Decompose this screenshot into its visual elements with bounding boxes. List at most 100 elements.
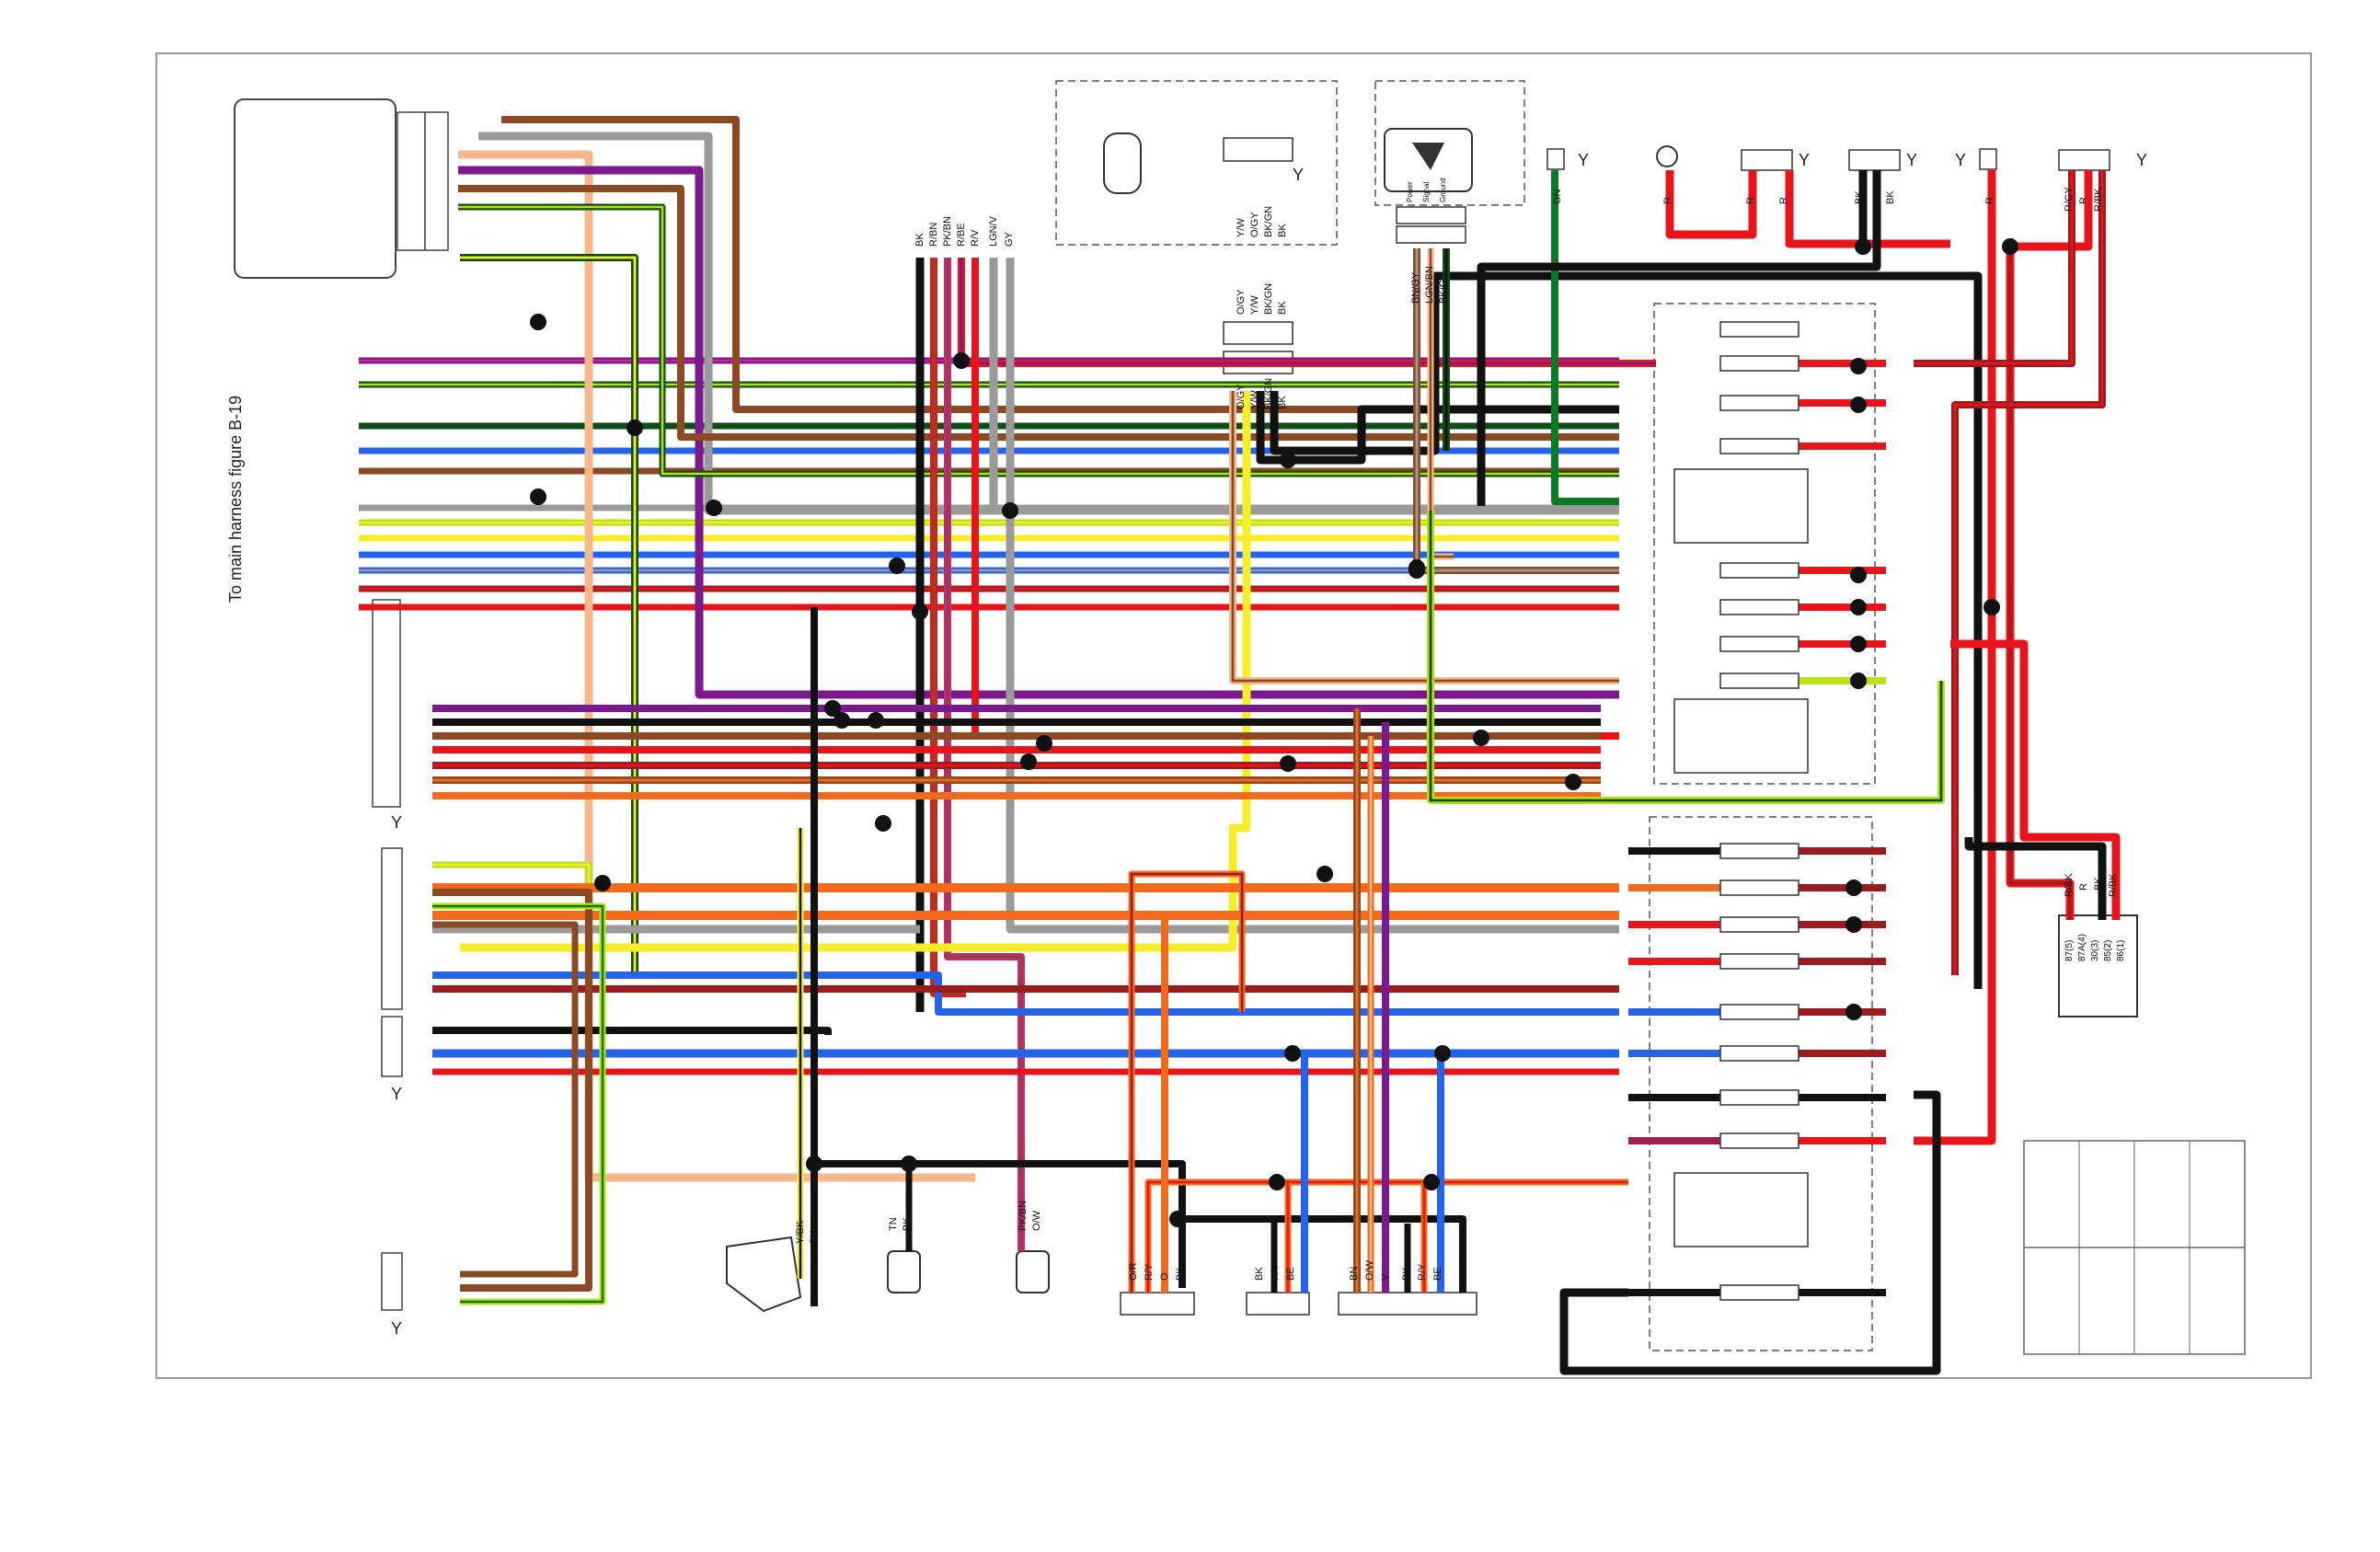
c7-0: BK bbox=[1854, 190, 1865, 204]
relay-inside bbox=[1673, 698, 1809, 774]
c2u-1: O/GY bbox=[1249, 212, 1260, 237]
gs-0: Y/BK bbox=[795, 1220, 806, 1244]
ecm-connector bbox=[397, 111, 426, 251]
b3-0: BN bbox=[1349, 1267, 1360, 1281]
y-mark-2: Y bbox=[1799, 151, 1810, 169]
left-connector-4 bbox=[381, 1252, 403, 1311]
wire-34 bbox=[1665, 170, 1757, 239]
fuse bbox=[1719, 1004, 1799, 1020]
c9-0: R/GY bbox=[2064, 186, 2075, 212]
splice-layer bbox=[530, 238, 2018, 1227]
sensor-icon bbox=[1103, 132, 1142, 194]
c3-pin-1: Signal bbox=[1422, 182, 1431, 202]
splice-dot bbox=[1002, 502, 1018, 519]
b2-2: BE bbox=[1285, 1267, 1296, 1281]
y-mark-8: Y bbox=[391, 1085, 402, 1103]
wire-88 bbox=[432, 921, 579, 1278]
relay-labels: R/BK R BK R/BK 87(5) 87A(4) 30(3) 85(2) … bbox=[2064, 873, 2126, 961]
temp-sensor-icon bbox=[887, 1250, 921, 1293]
splice-dot bbox=[901, 1155, 917, 1172]
relay-w-1: R bbox=[2078, 883, 2089, 891]
wire-15 bbox=[458, 166, 1619, 699]
wire-12 bbox=[501, 116, 1619, 413]
c6-1: R bbox=[1778, 197, 1789, 204]
fuse bbox=[1719, 1284, 1799, 1301]
y-mark-6: Y bbox=[1293, 166, 1304, 184]
splice-dot bbox=[1269, 1174, 1285, 1190]
ring-terminal bbox=[1656, 145, 1678, 167]
wire-stripe-88 bbox=[432, 904, 604, 1304]
c9-1: R bbox=[2078, 197, 2089, 204]
relay-inside bbox=[1673, 468, 1809, 544]
fuse bbox=[1719, 562, 1799, 579]
splice-dot bbox=[1845, 879, 1862, 896]
y-mark-4: Y bbox=[1955, 151, 1966, 169]
splice-dot bbox=[1855, 238, 1871, 255]
y-mark-3: Y bbox=[1906, 151, 1917, 169]
os-0: PK/BN bbox=[1018, 1201, 1029, 1231]
splice-dot bbox=[875, 815, 891, 832]
wire-stripe-19 bbox=[460, 256, 922, 1012]
wire-stripe-28 bbox=[1231, 391, 1619, 683]
bottom-labels: Y/BK BK TN BK PK/BN O/W O/R R/Y O BK BK … bbox=[795, 1201, 1443, 1281]
relay-p-4: 86(1) bbox=[2116, 940, 2126, 961]
c3-1: LGN/BN bbox=[1424, 266, 1435, 304]
fuse bbox=[1719, 355, 1799, 372]
splice-dot bbox=[868, 712, 884, 729]
wire-43 bbox=[1950, 639, 2121, 920]
wire-16 bbox=[458, 185, 1619, 441]
wire-44 bbox=[1964, 837, 2107, 920]
y-mark-7: Y bbox=[391, 813, 402, 832]
c2l-2: BK/GN bbox=[1263, 283, 1274, 315]
bottom-conn-b3 bbox=[1338, 1292, 1477, 1316]
fuse-box-lower bbox=[1649, 816, 1873, 1351]
wire-79 bbox=[432, 971, 1619, 1016]
wire-29 bbox=[1270, 271, 1983, 989]
wire-stripe-95 bbox=[1130, 872, 1244, 1293]
c8-0: R bbox=[1984, 197, 1995, 204]
wire-93 bbox=[1182, 1215, 1466, 1293]
b3-4: R/Y bbox=[1417, 1263, 1428, 1281]
c2l-3: BK bbox=[1277, 301, 1288, 315]
splice-dot bbox=[824, 700, 841, 717]
c1-label-5: LGN/V bbox=[988, 215, 999, 247]
ts-1: BK bbox=[902, 1217, 913, 1231]
c9-2: R/BK bbox=[2093, 188, 2104, 212]
wire-14 bbox=[458, 150, 975, 1182]
splice-dot bbox=[953, 352, 970, 369]
crank-sensor-icon bbox=[726, 1236, 802, 1313]
wire-86 bbox=[432, 889, 592, 1292]
diagram-frame bbox=[155, 52, 2312, 1379]
splice-dot bbox=[1850, 599, 1867, 615]
sensor-conn-b bbox=[1223, 321, 1293, 345]
splice-dot bbox=[1565, 774, 1581, 790]
splice-dot bbox=[1850, 358, 1867, 374]
c2u-0: Y/W bbox=[1236, 218, 1247, 237]
wire-stripe-40 bbox=[2008, 244, 2072, 920]
c1-label-3: R/BE bbox=[956, 223, 967, 247]
bottom-conn-b1 bbox=[1120, 1292, 1195, 1316]
c2b-1: Y/W bbox=[1249, 390, 1260, 409]
dashed-box-horn bbox=[1374, 80, 1525, 206]
wire-18 bbox=[460, 254, 924, 1012]
b2-1: R/Y bbox=[1270, 1263, 1281, 1281]
left-connector-2 bbox=[381, 847, 403, 1010]
relay-block bbox=[2058, 914, 2138, 1017]
relay-p-0: 87(5) bbox=[2064, 940, 2075, 961]
wire-85 bbox=[432, 861, 592, 883]
c1-labels: BK R/BN PK/BN R/BE R/V LGN/V GY bbox=[914, 215, 1015, 247]
fuse bbox=[1719, 673, 1799, 689]
conn-rr bbox=[1741, 149, 1793, 171]
splice-dot bbox=[2002, 238, 2018, 255]
fuse-box-upper bbox=[1653, 303, 1876, 785]
c1-label-4: R/V bbox=[970, 229, 981, 247]
splice-dot bbox=[1473, 730, 1489, 746]
b3-5: BE bbox=[1432, 1267, 1443, 1281]
wire-106 bbox=[1559, 1090, 1941, 1375]
sensor-conn-a bbox=[1223, 137, 1293, 162]
fuse bbox=[1719, 879, 1799, 896]
splice-dot bbox=[530, 314, 546, 330]
left-connector-1 bbox=[372, 599, 401, 808]
splice-dot bbox=[594, 875, 611, 891]
